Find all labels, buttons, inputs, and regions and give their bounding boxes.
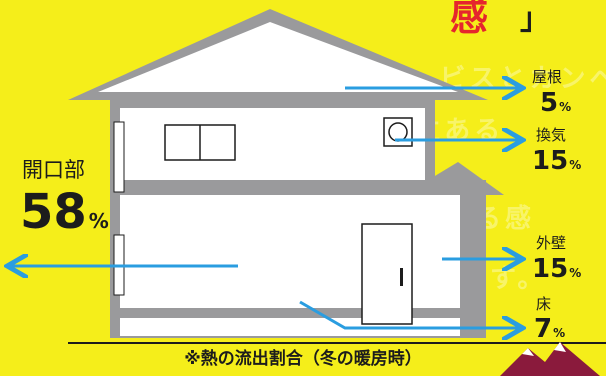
openings-label: 開口部: [22, 158, 85, 182]
door: [361, 223, 413, 325]
openings-value: 58%: [20, 184, 109, 240]
annex-wall: [460, 205, 478, 336]
walls-value: 15%: [532, 254, 582, 284]
header-accent-text: 感: [450, 0, 489, 39]
floor-arrow: [299, 300, 520, 328]
annex-roof: [420, 162, 504, 195]
ventilation-value: 15%: [532, 146, 582, 176]
attic-interior: [98, 22, 458, 92]
roof-value: 5%: [540, 88, 572, 118]
walls-label: 外壁: [536, 234, 567, 252]
header-closing-quote: 」: [520, 2, 550, 37]
ventilation-label: 換気: [536, 126, 567, 144]
floor-label: 床: [536, 295, 552, 313]
left-upper-window: [113, 121, 125, 193]
roof-label: 屋根: [532, 68, 563, 86]
door-handle: [400, 268, 403, 286]
floor-value: 7%: [534, 314, 566, 344]
ventilation-fan: [383, 117, 413, 147]
corner-mountain-decoration: [500, 342, 600, 376]
caption: ※熱の流出割合（冬の暖房時）: [184, 349, 422, 369]
